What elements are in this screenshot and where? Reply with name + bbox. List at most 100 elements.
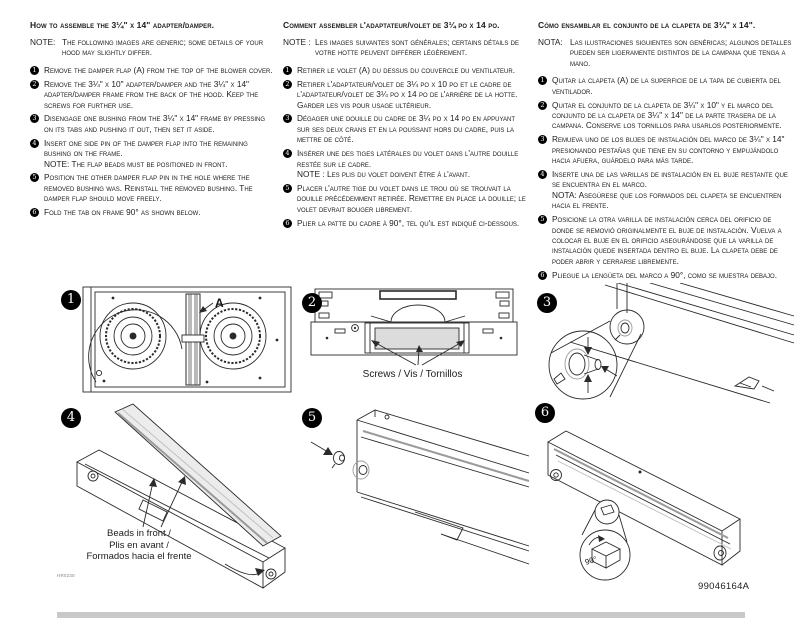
beads-caption-line-fr: Plis en avant / <box>109 539 169 551</box>
note-french: NOTE : Les images suivantes sont général… <box>283 37 526 58</box>
figure-1-blower-top-view: A 1 <box>55 285 295 399</box>
step-number-badge: 6 <box>30 208 39 218</box>
step-fr-1: 1 Retirer le volet (A) du dessus du couv… <box>283 65 526 75</box>
figure-6-fold-tab-90: 90° 6 <box>530 395 800 610</box>
figure-number: 2 <box>302 293 322 313</box>
step-text: Dégager une douille du cadre de 3¼ po x … <box>297 113 516 145</box>
bushing-detail-illustration <box>548 283 795 404</box>
beads-caption-line-es: Formados hacia el frente <box>86 551 192 562</box>
step-number-badge: 3 <box>538 135 547 145</box>
figure-number: 3 <box>537 293 557 313</box>
note-spanish: NOTA: Las ilustraciones siguientes son g… <box>538 37 795 68</box>
step-body: Inserte una de las varillas de instalaci… <box>552 169 795 211</box>
step-text: Retirer le volet (A) du dessus du couver… <box>297 64 516 75</box>
note-text: Les images suivantes sont générales; cer… <box>315 37 519 58</box>
figure-number: 1 <box>61 290 81 310</box>
damper-flap-illustration <box>76 403 286 589</box>
document-number: 99046164A <box>698 581 750 592</box>
step-text: Posicione la otra varilla de instalación… <box>552 214 782 266</box>
step-sub-note: NOTE : Les plis du volet doivent être à … <box>297 168 471 179</box>
step-es-3: 3 Remueva uno de los bujes de instalació… <box>538 134 795 165</box>
figure-4-beads-in-front: Beads in front / Plis en avant / Formado… <box>55 400 295 605</box>
figure-number: 5 <box>302 408 322 428</box>
column-spanish: Cómo ensamblar el conjunto de la clapeta… <box>538 20 795 284</box>
part-code: HR0230 <box>57 573 75 578</box>
step-text: Position the other damper flap pin in th… <box>44 172 253 204</box>
step-sub-note: NOTE: The flap beads must be positioned … <box>44 158 228 169</box>
step-number-badge: 1 <box>283 65 292 75</box>
step-text: Remueva uno de los bujes de instalación … <box>552 134 785 166</box>
step-fr-2: 2 Retirer l'adaptateur/volet de 3¼ po x … <box>283 79 526 110</box>
step-es-2: 2 Quitar el conjunto de la clapeta de 3¼… <box>538 100 795 131</box>
heading-spanish: Cómo ensamblar el conjunto de la clapeta… <box>538 20 756 30</box>
column-english: How to assemble the 3¼" x 14" adapter/da… <box>30 20 273 221</box>
beads-caption: Beads in front / Plis en avant / Formado… <box>55 528 223 563</box>
step-en-1: 1 Remove the damper flap (A) from the to… <box>30 65 273 75</box>
heading-english: How to assemble the 3¼" x 14" adapter/da… <box>30 20 215 30</box>
step-number-badge: 4 <box>283 149 292 159</box>
step-text: Insérer une des tiges latérales du volet… <box>297 148 519 169</box>
note-text: The following images are generic; some d… <box>62 37 264 58</box>
step-es-1: 1 Quitar la clapeta (A) de la superficie… <box>538 75 795 96</box>
note-label: NOTE: <box>30 37 56 47</box>
step-text: Inserte una de las varillas de instalaci… <box>552 168 788 190</box>
label-a: A <box>215 296 224 310</box>
step-fr-6: 6 Plier la patte du cadre à 90°, tel qu'… <box>283 218 526 228</box>
step-number-badge: 6 <box>283 218 292 228</box>
step-number-badge: 3 <box>283 114 292 124</box>
step-text: Insert one side pin of the damper flap i… <box>44 137 248 159</box>
step-en-3: 3 Disengage one bushing from the 3¼" x 1… <box>30 113 273 134</box>
step-en-6: 6 Fold the tab on frame 90° as shown bel… <box>30 207 273 218</box>
step-number-badge: 4 <box>538 169 547 179</box>
figure-number: 4 <box>61 408 81 428</box>
figure-2-hood-back-screws: Screws / Vis / Tornillos 2 <box>295 285 530 399</box>
step-number-badge: 4 <box>30 138 39 148</box>
step-text: Fold the tab on frame 90° as shown below… <box>44 207 201 218</box>
figure-3-bushing-detail: 3 <box>530 283 795 417</box>
step-es-6: 6 Pliegue la lengüeta del marco a 90°, c… <box>538 270 795 280</box>
frame-corner-illustration <box>310 409 530 565</box>
note-english: NOTE: The following images are generic; … <box>30 37 273 58</box>
step-text: Disengage one bushing from the 3¼" x 14"… <box>44 113 266 134</box>
step-number-badge: 5 <box>283 183 292 193</box>
hood-back-illustration <box>310 288 518 366</box>
heading-french: Comment assembler l'adaptateur/volet de … <box>283 20 500 30</box>
note-label: NOTA: <box>538 37 563 47</box>
step-es-5: 5 Posicione la otra varilla de instalaci… <box>538 214 795 266</box>
figure-number: 6 <box>535 403 555 423</box>
step-body: Insérer une des tiges latérales du volet… <box>297 148 526 179</box>
step-fr-3: 3 Dégager une douille du cadre de 3¼ po … <box>283 113 526 144</box>
step-number-badge: 6 <box>538 270 547 280</box>
step-text: Pliegue la lengüeta del marco a 90°, com… <box>552 269 778 280</box>
step-number-badge: 1 <box>30 65 39 75</box>
step-number-badge: 5 <box>538 215 547 225</box>
step-number-badge: 5 <box>30 173 39 183</box>
step-text: Remove the 3¼" x 10" adapter/damper and … <box>44 78 259 110</box>
step-number-badge: 2 <box>30 79 39 89</box>
step-text: Plier la patte du cadre à 90°, tel qu'il… <box>297 217 520 228</box>
step-sub-note: NOTA: Asegúrese que los formados del cla… <box>552 189 782 211</box>
step-en-5: 5 Position the other damper flap pin in … <box>30 172 273 203</box>
angle-label: 90° <box>584 555 598 567</box>
step-number-badge: 2 <box>538 100 547 110</box>
screws-caption: Screws / Vis / Tornillos <box>362 369 463 380</box>
note-text: Las ilustraciones siguientes son genéric… <box>570 37 792 68</box>
figure-5-insert-pin: 5 <box>295 400 530 580</box>
step-text: Placer l'autre tige du volet dans le tro… <box>297 182 526 214</box>
step-fr-4: 4 Insérer une des tiges latérales du vol… <box>283 148 526 179</box>
note-label: NOTE : <box>283 37 311 47</box>
beads-caption-line-en: Beads in front / <box>107 528 171 539</box>
step-es-4: 4 Inserte una de las varillas de instala… <box>538 169 795 211</box>
column-french: Comment assembler l'adaptateur/volet de … <box>283 20 526 232</box>
step-text: Remove the damper flap (A) from the top … <box>44 64 273 75</box>
step-text: Quitar la clapeta (A) de la superficie d… <box>552 75 781 96</box>
blower-illustration: A <box>82 286 292 393</box>
step-body: Insert one side pin of the damper flap i… <box>44 138 273 169</box>
fold-tab-illustration: 90° <box>547 430 741 581</box>
step-number-badge: 2 <box>283 79 292 89</box>
step-en-4: 4 Insert one side pin of the damper flap… <box>30 138 273 169</box>
step-fr-5: 5 Placer l'autre tige du volet dans le t… <box>283 183 526 214</box>
step-en-2: 2 Remove the 3¼" x 10" adapter/damper an… <box>30 79 273 110</box>
step-number-badge: 1 <box>538 76 547 86</box>
